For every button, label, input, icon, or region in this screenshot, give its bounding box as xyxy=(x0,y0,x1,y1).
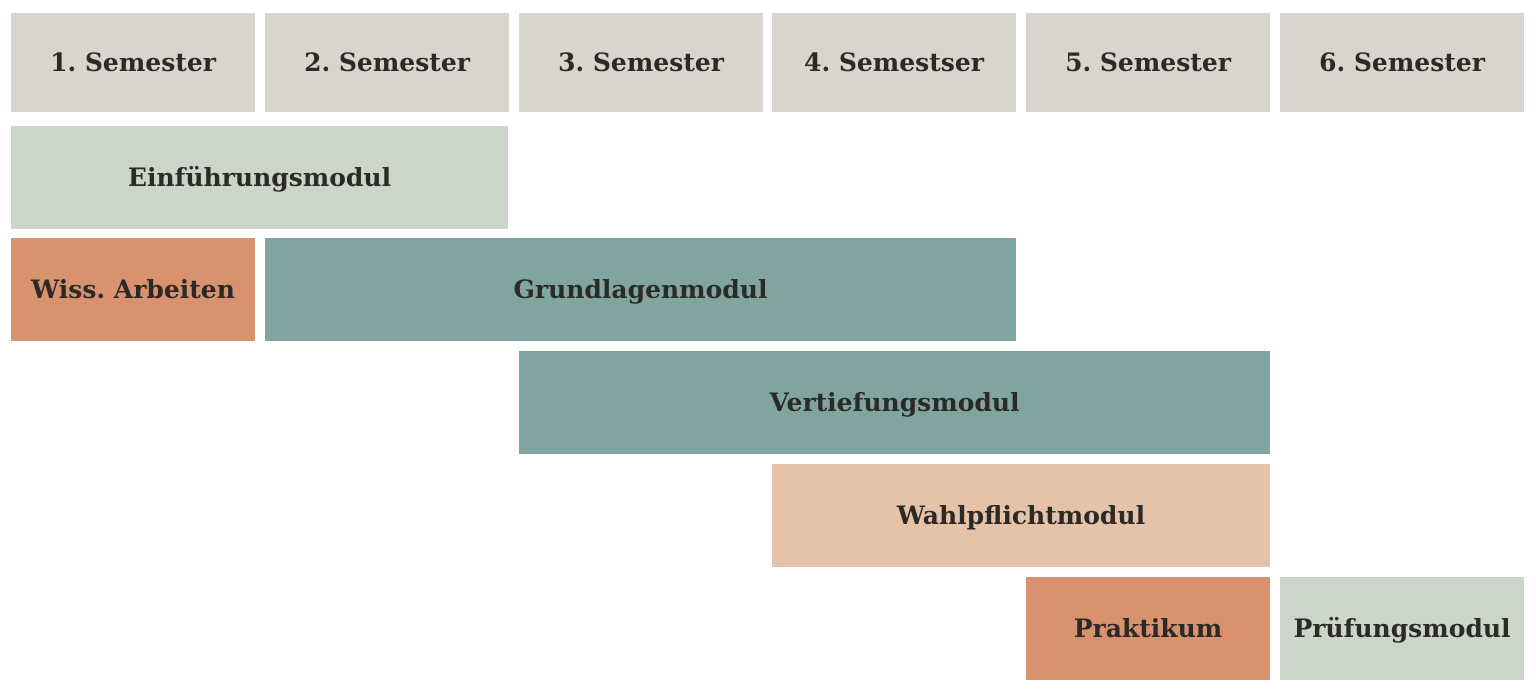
header-semester-2: 2. Semester xyxy=(265,13,509,112)
module-bar-einfuehrungsmodul: Einführungsmodul xyxy=(11,126,508,229)
module-bar-wahlpflichtmodul: Wahlpflichtmodul xyxy=(772,464,1270,567)
module-bar-grundlagenmodul: Grundlagenmodul xyxy=(265,238,1016,341)
module-bar-praktikum: Praktikum xyxy=(1026,577,1270,680)
header-semester-3: 3. Semester xyxy=(519,13,763,112)
header-semester-4: 4. Semestser xyxy=(772,13,1016,112)
header-semester-5: 5. Semester xyxy=(1026,13,1270,112)
header-semester-1: 1. Semester xyxy=(11,13,255,112)
header-semester-6: 6. Semester xyxy=(1280,13,1524,112)
module-bar-wiss-arbeiten: Wiss. Arbeiten xyxy=(11,238,255,341)
module-bar-vertiefungsmodul: Vertiefungsmodul xyxy=(519,351,1270,454)
module-bar-pruefungsmodul: Prüfungsmodul xyxy=(1280,577,1524,680)
